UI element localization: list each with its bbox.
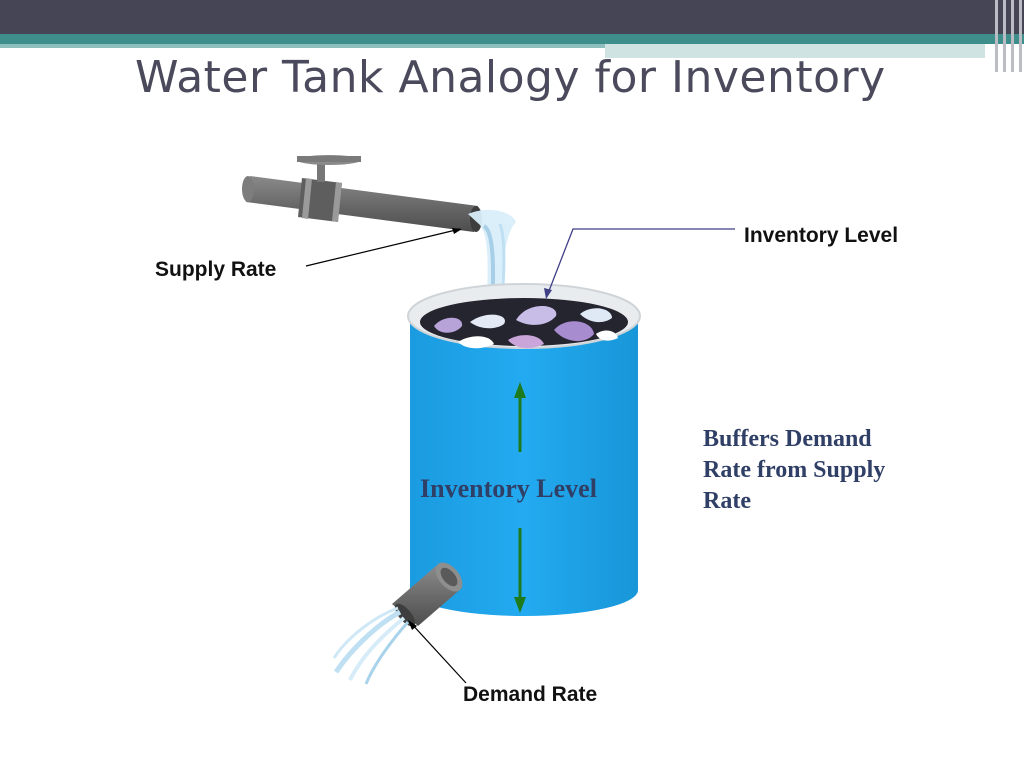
inventory-level-arrow [514,382,526,613]
inventory-level-tank-label: Inventory Level [420,474,597,503]
inventory-level-top-label: Inventory Level [744,224,899,247]
header-right-decoration [992,0,1024,72]
demand-rate-pointer [409,621,467,684]
supply-rate-pointer [305,228,461,267]
buffers-text: Buffers Demand Rate from Supply Rate [703,424,885,517]
supply-pipe [242,155,482,232]
slide-title: Water Tank Analogy for Inventory [135,52,886,103]
demand-rate-label: Demand Rate [463,683,598,706]
buffers-line-1: Buffers Demand [703,426,872,452]
header-teal-stripe [0,44,605,48]
buffers-line-3: Rate [703,488,751,514]
water-tank [407,283,641,616]
demand-water-stream [332,606,410,685]
demand-pipe [392,562,463,627]
buffers-line-2: Rate from Supply [703,457,886,483]
header-light-stripe [605,44,985,58]
supply-rate-label: Supply Rate [155,258,277,281]
inventory-level-pointer [546,228,735,297]
header-teal-band [0,34,1024,44]
header-dark-band [0,0,1024,34]
